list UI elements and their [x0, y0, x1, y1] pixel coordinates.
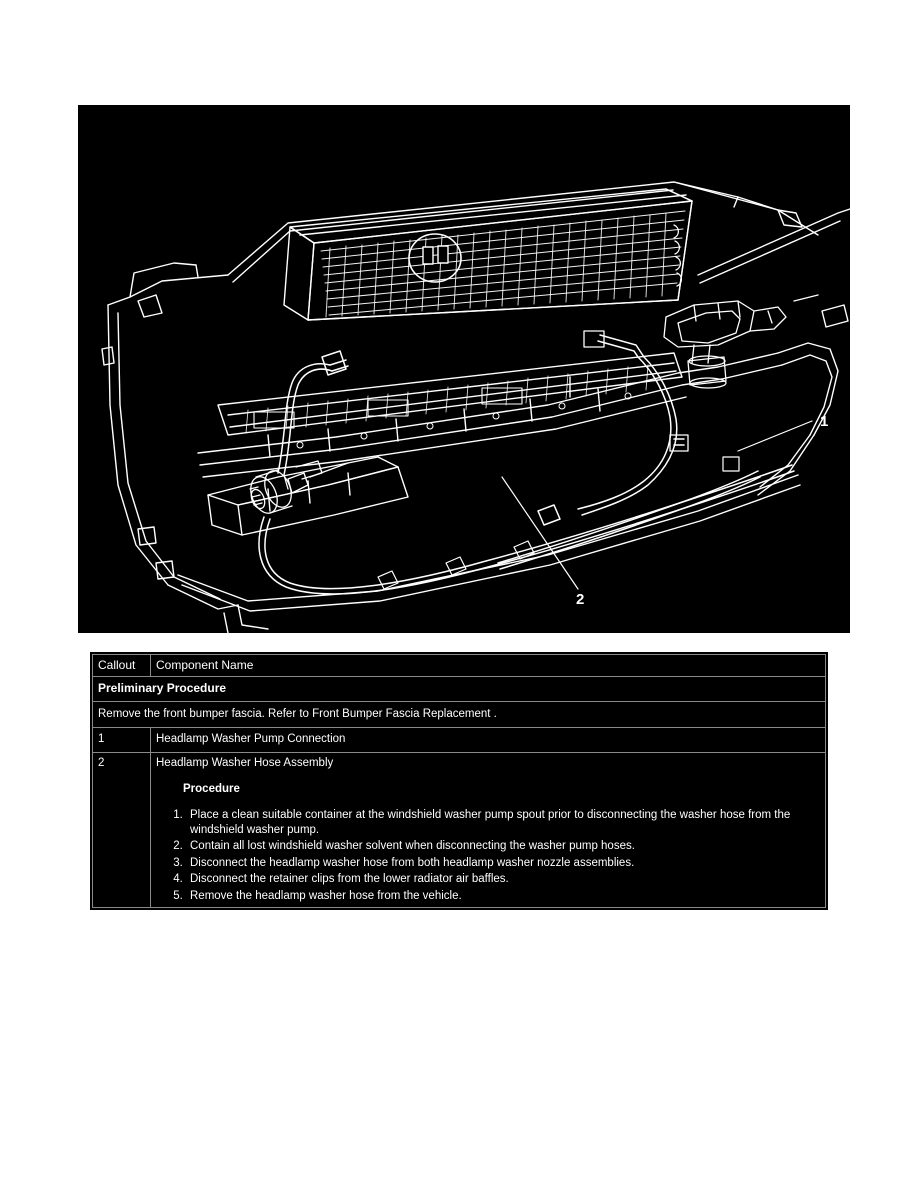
preliminary-procedure-text-row: Remove the front bumper fascia. Refer to…	[92, 700, 826, 729]
assembly-title: Headlamp Washer Hose Assembly	[156, 756, 334, 769]
row-component-1: Headlamp Washer Pump Connection	[150, 727, 826, 753]
row-component-2: Headlamp Washer Hose Assembly Procedure …	[150, 751, 826, 908]
procedure-step-list: Place a clean suitable container at the …	[156, 808, 820, 904]
table-body: Preliminary Procedure Remove the front b…	[92, 676, 826, 908]
procedure-step: Disconnect the retainer clips from the l…	[186, 872, 820, 887]
preliminary-procedure-heading: Preliminary Procedure	[92, 676, 826, 702]
component-table-container: Callout Component Name Preliminary Proce…	[90, 652, 828, 910]
table-header: Callout Component Name	[92, 654, 826, 677]
procedure-step: Remove the headlamp washer hose from the…	[186, 889, 820, 904]
bumper-linework	[101, 181, 850, 633]
procedure-heading: Procedure	[183, 783, 240, 796]
table-row: 1 Headlamp Washer Pump Connection	[92, 727, 826, 753]
front-bumper-assembly-drawing: 1 2	[78, 105, 850, 633]
procedure-step: Contain all lost windshield washer solve…	[186, 839, 820, 854]
component-table: Callout Component Name Preliminary Proce…	[92, 654, 826, 908]
illustration-background	[78, 105, 850, 633]
table-header-row: Callout Component Name	[92, 654, 826, 677]
procedure-step: Disconnect the headlamp washer hose from…	[186, 856, 820, 871]
header-callout: Callout	[92, 654, 151, 677]
preliminary-procedure-text: Remove the front bumper fascia. Refer to…	[92, 700, 826, 729]
callout-number-1: 1	[820, 413, 828, 430]
header-component-name: Component Name	[150, 654, 826, 677]
row-callout-2: 2	[92, 751, 151, 908]
preliminary-procedure-heading-row: Preliminary Procedure	[92, 676, 826, 702]
row-callout-1: 1	[92, 727, 151, 753]
table-row: 2 Headlamp Washer Hose Assembly Procedur…	[92, 751, 826, 908]
callout-number-2: 2	[576, 591, 584, 608]
procedure-step: Place a clean suitable container at the …	[186, 808, 820, 839]
illustration-panel: 1 2	[78, 105, 850, 633]
